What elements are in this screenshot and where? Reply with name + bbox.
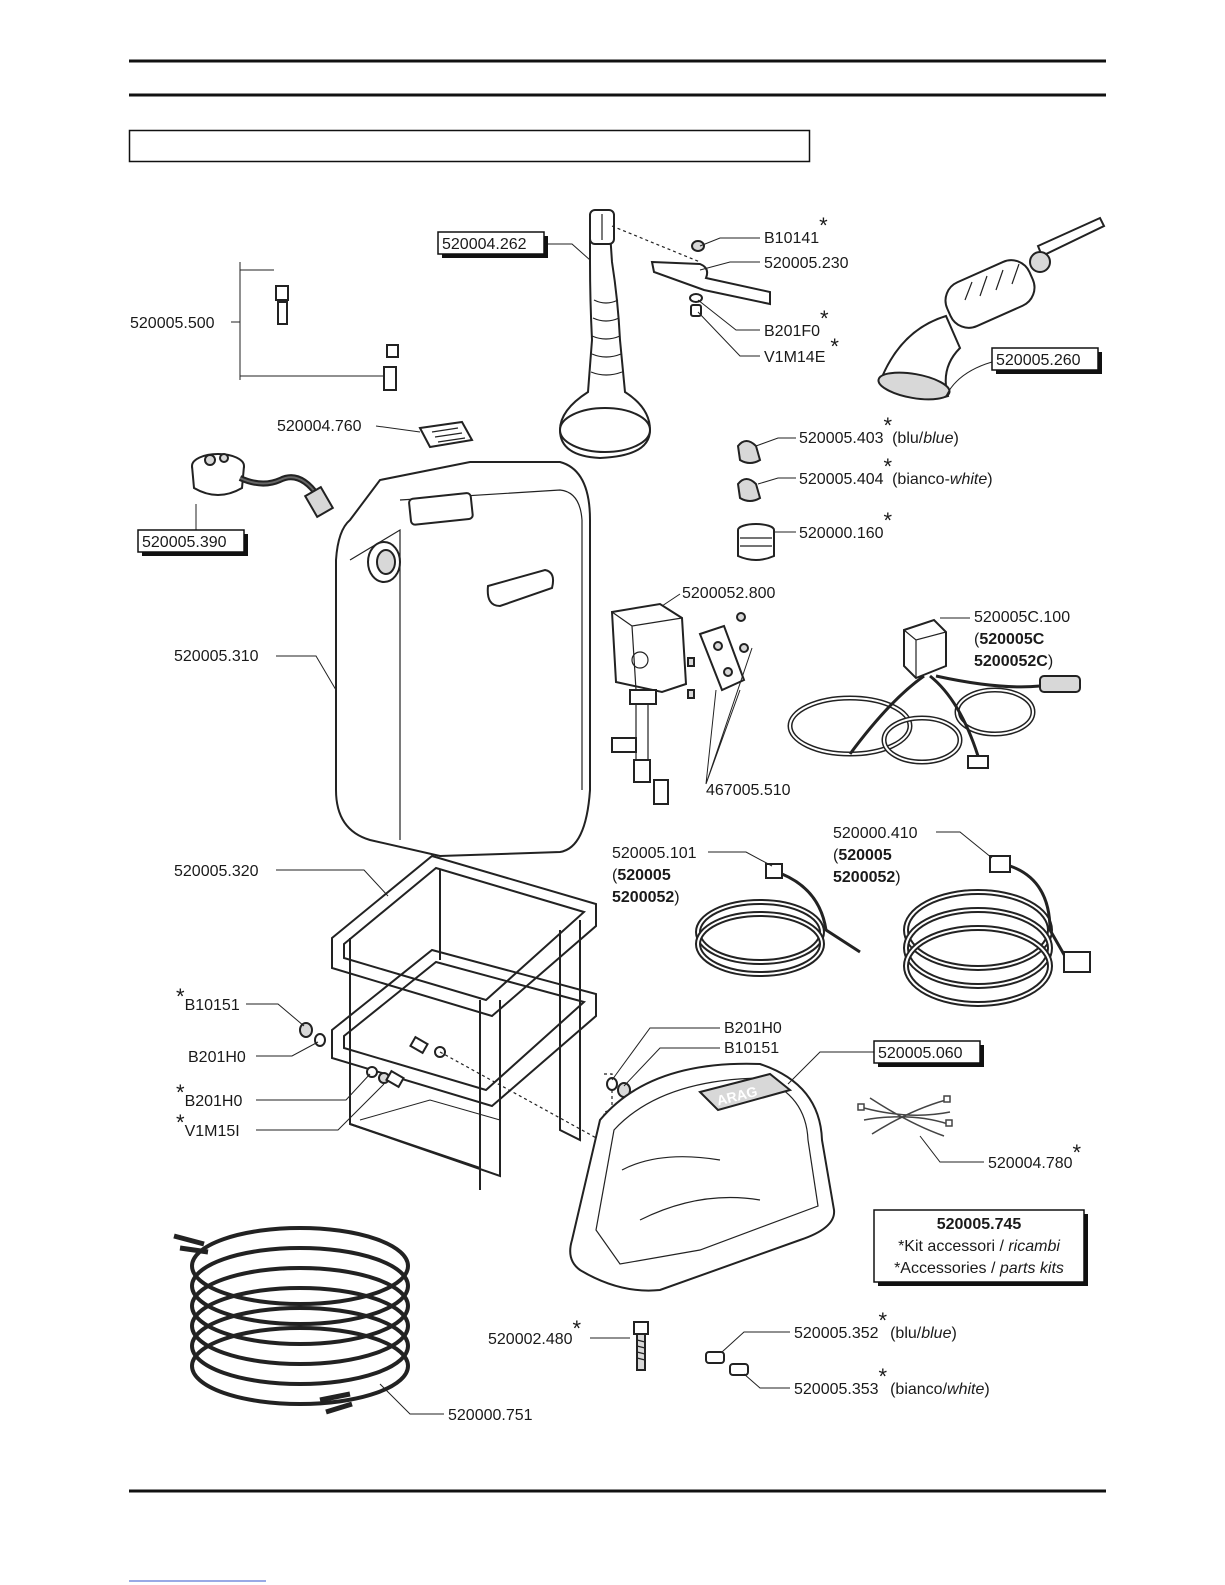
cable-ties-drawing bbox=[857, 1095, 953, 1137]
label-B201H0-right: B201H0 bbox=[724, 1020, 782, 1037]
kit-legend-line1: *Kit accessori / ricambi bbox=[898, 1238, 1060, 1255]
label-520005-101-line2: (520005 bbox=[612, 867, 671, 884]
part-code: 520005.390 bbox=[142, 534, 227, 551]
label-520005-320: 520005.320 bbox=[174, 863, 259, 880]
kit-legend: 520005.745 *Kit accessori / ricambi *Acc… bbox=[873, 1209, 1088, 1286]
hardware-drawing bbox=[299, 1022, 631, 1141]
label-V1M14E: V1M14E* bbox=[764, 334, 839, 366]
label-B201H0-starred: *B201H0 bbox=[176, 1080, 242, 1110]
label-520005-101-line3: 5200052) bbox=[612, 889, 680, 906]
label-520005-101: 520005.101 bbox=[612, 845, 697, 862]
sensor-drawing bbox=[191, 453, 335, 519]
label-520004-760: 520004.760 bbox=[277, 418, 362, 435]
label-520005C-100: 520005C.100 bbox=[974, 609, 1070, 626]
kit-legend-code: 520005.745 bbox=[937, 1216, 1022, 1233]
title-box bbox=[128, 129, 811, 163]
cover-drawing: ARAG bbox=[569, 1062, 836, 1292]
cage-drawing bbox=[331, 854, 597, 1190]
sticker-drawing bbox=[418, 420, 474, 449]
boxed-label-520005-390: 520005.390 bbox=[137, 529, 248, 556]
label-520000-160: 520000.160* bbox=[799, 508, 893, 542]
label-B201H0-left: B201H0 bbox=[188, 1049, 246, 1066]
part-code: 520005.060 bbox=[878, 1045, 963, 1062]
part-code: 520004.262 bbox=[442, 236, 527, 253]
label-V1M15I: *V1M15I bbox=[176, 1110, 240, 1140]
label-B201F0: B201F0* bbox=[764, 306, 829, 340]
leader-lines bbox=[195, 237, 993, 1415]
label-520000-410: 520000.410 bbox=[833, 825, 918, 842]
harness-drawing bbox=[787, 618, 1081, 769]
label-467005-510: 467005.510 bbox=[706, 782, 791, 799]
label-520000-410-line3: 5200052) bbox=[833, 869, 901, 886]
label-520005-403: 520005.403*(blu/blue) bbox=[799, 413, 959, 447]
label-520000-410-line2: (520005 bbox=[833, 847, 892, 864]
cables-drawing bbox=[695, 855, 1091, 1007]
kit-legend-line2: *Accessories / parts kits bbox=[894, 1260, 1064, 1277]
label-520005C-line3: 5200052C) bbox=[974, 653, 1053, 670]
label-520005-310: 520005.310 bbox=[174, 648, 259, 665]
label-5200052-800: 5200052.800 bbox=[682, 585, 776, 602]
cable-coil-drawing bbox=[173, 1226, 410, 1415]
label-520005-353: 520005.353*(bianco/white) bbox=[794, 1364, 990, 1398]
part-code: 520005.260 bbox=[996, 352, 1081, 369]
label-520002-480: 520002.480* bbox=[488, 1316, 582, 1348]
clips-drawing bbox=[736, 440, 775, 561]
control-unit-drawing bbox=[610, 602, 749, 805]
label-520004-780: 520004.780* bbox=[988, 1140, 1082, 1172]
boxed-label-520004-262: 520004.262 bbox=[437, 231, 548, 258]
label-520005C-line2: (520005C bbox=[974, 631, 1045, 648]
label-520005-230: 520005.230 bbox=[764, 255, 849, 272]
label-520005-500: 520005.500 bbox=[130, 315, 215, 332]
label-520000-751: 520000.751 bbox=[448, 1407, 533, 1424]
boxed-label-520005-060: 520005.060 bbox=[873, 1040, 984, 1067]
label-B10151-left: *B10151 bbox=[176, 984, 240, 1014]
funnel-hose-drawing bbox=[877, 216, 1106, 401]
tank-drawing bbox=[335, 461, 591, 858]
filler-pipe-drawing bbox=[558, 209, 652, 460]
bracket-drawing bbox=[611, 225, 771, 317]
label-520005-352: 520005.352*(blu/blue) bbox=[794, 1308, 957, 1342]
screw-fittings-drawing bbox=[633, 1321, 749, 1376]
strap-drawing bbox=[275, 227, 399, 391]
label-520005-404: 520005.404*(bianco-white) bbox=[799, 454, 993, 488]
boxed-label-520005-260: 520005.260 bbox=[991, 347, 1102, 374]
label-B10141: B10141* bbox=[764, 213, 828, 247]
label-B10151-right: B10151 bbox=[724, 1040, 779, 1057]
